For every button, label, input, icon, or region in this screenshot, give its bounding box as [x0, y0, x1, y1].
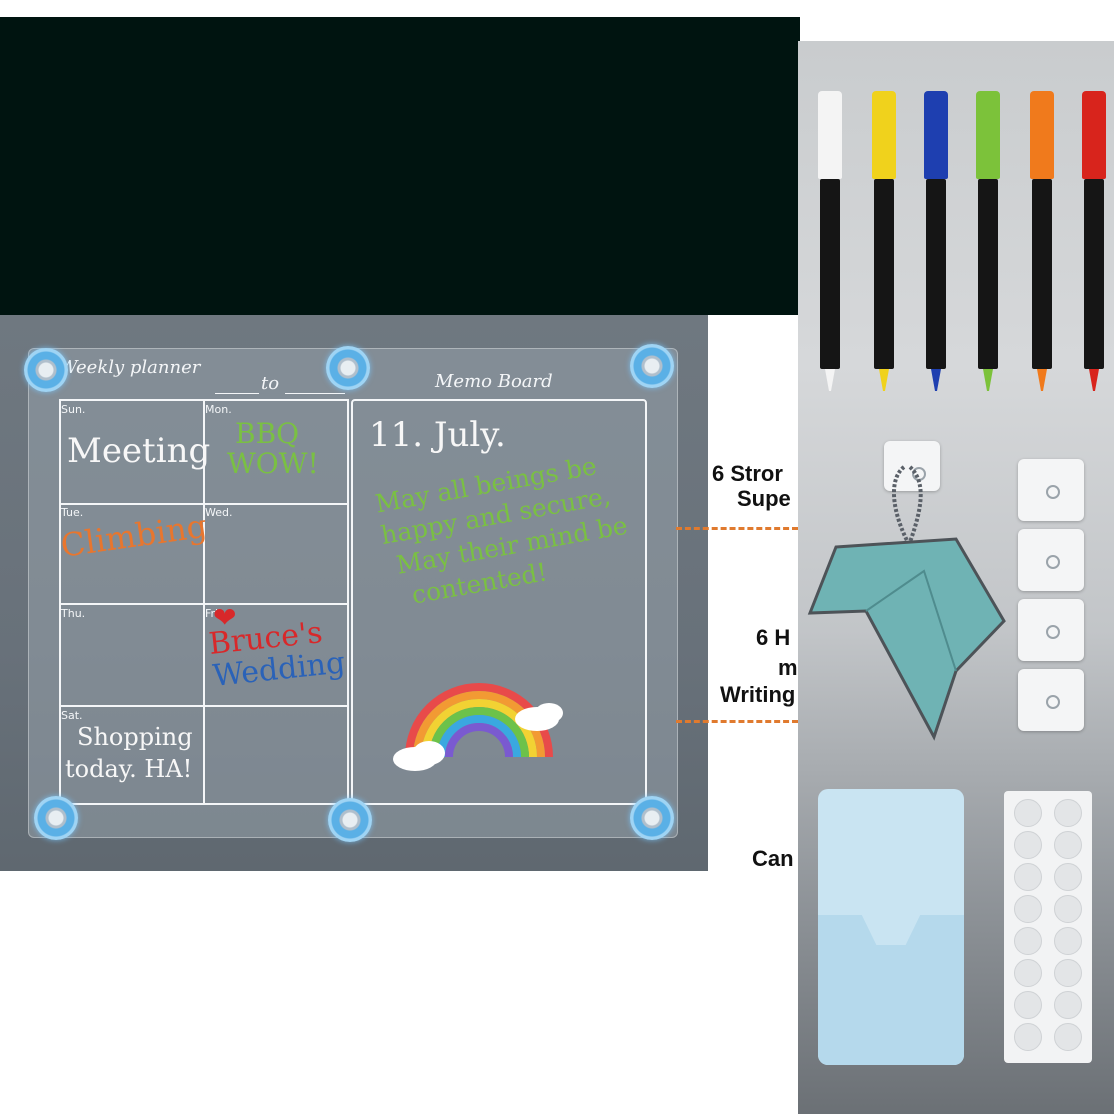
callout-column: [708, 330, 798, 870]
marker-pen-icon: [872, 91, 896, 391]
memo-area: [351, 399, 647, 805]
note-sun: Meeting: [67, 431, 211, 471]
note-sat-line1: Shopping: [77, 723, 193, 751]
day-label-wed: Wed.: [205, 506, 233, 519]
callout-2-leader: [676, 720, 798, 723]
adhesive-dot-icon: [1014, 1023, 1042, 1051]
marker-pen-icon: [924, 91, 948, 391]
accessories-photo: [798, 41, 1114, 1114]
adhesive-dot-icon: [1054, 991, 1082, 1019]
suction-mount-icon: [34, 796, 78, 840]
adhesive-dot-icon: [1014, 895, 1042, 923]
microfiber-cloth-icon: [807, 465, 1006, 741]
day-label-fri: Fri.: [205, 607, 222, 620]
heart-icon: ❤: [213, 602, 237, 633]
callout-2-line2: m: [778, 655, 798, 680]
marker-pen-icon: [1030, 91, 1054, 391]
day-label-sat: Sat.: [61, 709, 83, 722]
dark-banner: [0, 17, 800, 315]
planner-range-to: to: [261, 373, 280, 394]
adhesive-dot-icon: [1014, 799, 1042, 827]
suction-mount-icon: [326, 346, 370, 390]
day-label-tue: Tue.: [61, 506, 84, 519]
suction-mount-icon: [328, 798, 372, 842]
planner-title: Weekly planner: [59, 357, 201, 378]
adhesive-dot-icon: [1054, 831, 1082, 859]
adhesive-dot-icon: [1014, 991, 1042, 1019]
adhesive-dot-icon: [1014, 959, 1042, 987]
callout-3-line1: Can: [752, 846, 794, 871]
adhesive-hook-icon: [1018, 459, 1084, 521]
adhesive-hook-icon: [884, 441, 940, 491]
day-label-sun: Sun.: [61, 403, 86, 416]
memo-title: Memo Board: [435, 371, 553, 392]
adhesive-hook-icon: [1018, 669, 1084, 731]
adhesive-dot-icon: [1054, 1023, 1082, 1051]
acrylic-board: Weekly planner to Memo Board Sun. Mon. T…: [28, 348, 678, 838]
range-end-line: [285, 393, 345, 394]
callout-1-line1: 6 Stror: [712, 461, 783, 486]
adhesive-dot-icon: [1014, 831, 1042, 859]
adhesive-dot-icon: [1014, 927, 1042, 955]
marker-pen-icon: [818, 91, 842, 391]
adhesive-hook-icon: [1018, 529, 1084, 591]
adhesive-dot-icon: [1054, 927, 1082, 955]
day-label-mon: Mon.: [205, 403, 232, 416]
callout-1-leader: [676, 527, 798, 530]
adhesive-dot-icon: [1054, 799, 1082, 827]
range-start-line: [215, 393, 259, 394]
adhesive-dot-sheet: [1004, 791, 1092, 1063]
suction-mount-icon: [24, 348, 68, 392]
adhesive-hook-icon: [1018, 599, 1084, 661]
day-label-thu: Thu.: [61, 607, 86, 620]
adhesive-dot-icon: [1054, 863, 1082, 891]
callout-1-line2: Supe: [737, 486, 791, 511]
note-mon-line1: BBQ: [235, 417, 300, 450]
day-cell-empty: [203, 705, 349, 805]
suction-mount-icon: [630, 344, 674, 388]
callout-2-line3: Writing: [720, 682, 796, 707]
adhesive-dot-icon: [1054, 895, 1082, 923]
note-mon-line2: WOW!: [227, 447, 319, 480]
suction-mount-icon: [630, 796, 674, 840]
callout-2-line1: 6 H: [756, 625, 791, 650]
marker-pen-icon: [1082, 91, 1106, 391]
adhesive-dot-icon: [1054, 959, 1082, 987]
adhesive-dot-icon: [1014, 863, 1042, 891]
rainbow-icon: [393, 683, 563, 771]
memo-date: 11. July.: [369, 415, 506, 455]
marker-pen-icon: [976, 91, 1000, 391]
note-sat-line2: today. HA!: [65, 755, 193, 783]
